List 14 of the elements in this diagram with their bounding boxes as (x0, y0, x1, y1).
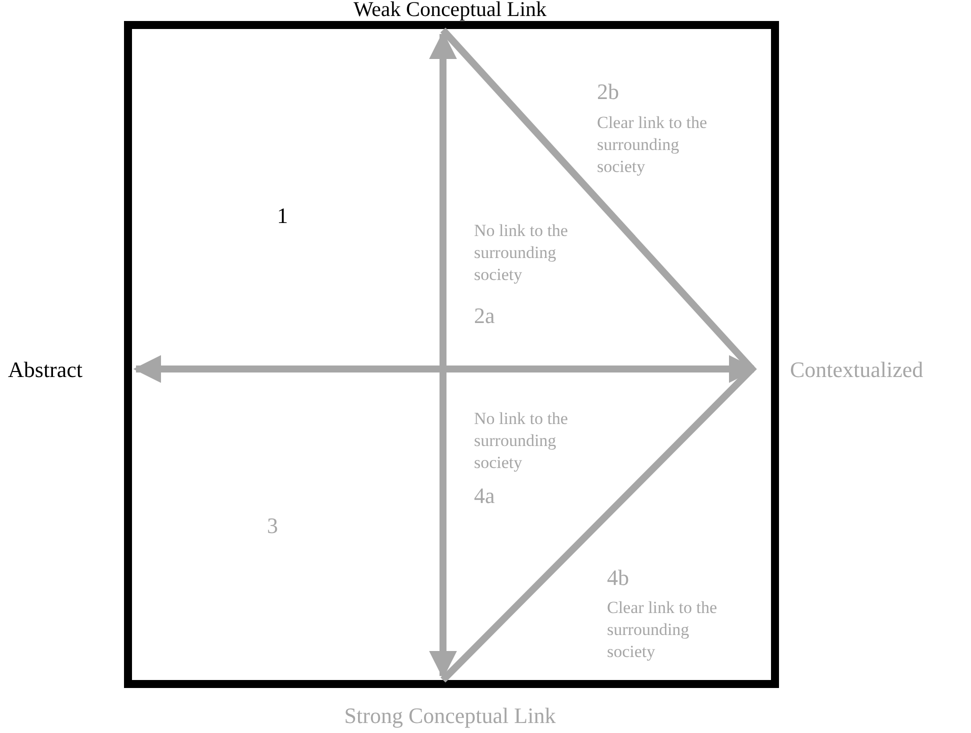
region-number: 2b (597, 78, 619, 106)
axis-label: Weak Conceptual Link (353, 0, 547, 22)
region-note: Clear link to the surrounding society (607, 597, 718, 664)
axis-label: Strong Conceptual Link (344, 704, 556, 728)
region-note: No link to the surrounding society (474, 220, 569, 286)
region-note: No link to the surrounding society (474, 408, 569, 474)
region-number: 2a (474, 302, 495, 330)
region-number: 4b (607, 564, 629, 592)
region-number: 3 (267, 512, 278, 540)
axis-label: Contextualized (790, 356, 924, 384)
region-number: 4a (474, 482, 495, 510)
region-note: Clear link to the surrounding society (597, 112, 708, 178)
axis-label: Abstract (8, 356, 83, 384)
region-number: 1 (277, 202, 288, 230)
